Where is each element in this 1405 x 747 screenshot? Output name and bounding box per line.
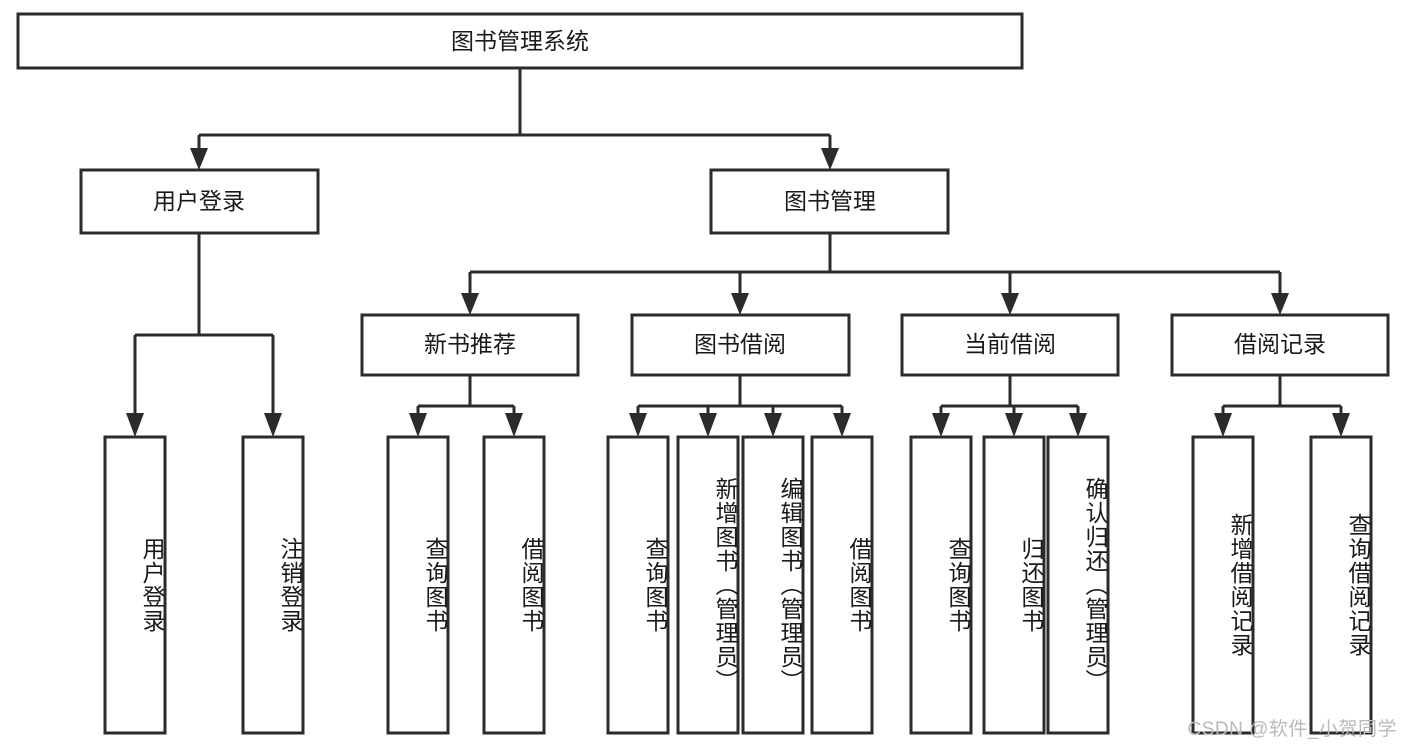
node-user-login-label: 用户登录 bbox=[153, 188, 245, 214]
arrow-head-icon bbox=[1214, 413, 1232, 437]
leaf-node-box[interactable] bbox=[241, 435, 305, 735]
node-borrow-record-box[interactable] bbox=[1170, 313, 1390, 377]
leaf-node-box[interactable] bbox=[1191, 435, 1255, 735]
arrow-head-icon bbox=[461, 293, 479, 315]
connector-bookborrow-to-leaves bbox=[629, 375, 851, 437]
arrow-head-icon bbox=[932, 413, 950, 437]
connector-root-to-level2 bbox=[190, 68, 839, 170]
arrow-head-icon bbox=[1332, 413, 1350, 437]
node-user-login-box[interactable] bbox=[79, 168, 320, 235]
node-book-borrow-label: 图书借阅 bbox=[694, 331, 786, 357]
node-book-borrow-box[interactable] bbox=[630, 313, 851, 377]
leaf-node-box[interactable] bbox=[982, 435, 1046, 735]
arrow-head-icon bbox=[821, 148, 839, 170]
node-root-label: 图书管理系统 bbox=[451, 28, 589, 54]
node-book-management-box[interactable] bbox=[709, 168, 950, 235]
node-root[interactable]: 图书管理系统 bbox=[16, 12, 1024, 70]
connector-bookmgmt-to-level3 bbox=[461, 233, 1289, 315]
node-current-borrow-label: 当前借阅 bbox=[964, 331, 1056, 357]
arrow-head-icon bbox=[1271, 293, 1289, 315]
node-book-management[interactable]: 图书管理 bbox=[709, 168, 950, 235]
node-book-borrow[interactable]: 图书借阅 bbox=[630, 313, 851, 377]
leaf-node-box[interactable] bbox=[909, 435, 973, 735]
arrow-head-icon bbox=[699, 413, 717, 437]
node-new-book-recommend[interactable]: 新书推荐 bbox=[360, 313, 580, 377]
leaf-node-box[interactable] bbox=[741, 435, 805, 735]
connector-currentborrow-to-leaves bbox=[932, 375, 1087, 437]
node-borrow-record-label: 借阅记录 bbox=[1234, 331, 1326, 357]
arrow-head-icon bbox=[264, 413, 282, 437]
connector-userlogin-to-leaves bbox=[126, 233, 282, 437]
leaf-node-box[interactable] bbox=[482, 435, 546, 735]
node-user-login[interactable]: 用户登录 bbox=[79, 168, 320, 235]
node-current-borrow[interactable]: 当前借阅 bbox=[900, 313, 1120, 377]
leaf-node-box[interactable] bbox=[1309, 435, 1373, 735]
arrow-head-icon bbox=[1069, 413, 1087, 437]
watermark-text: CSDN @软件_小贺同学 bbox=[1187, 719, 1397, 740]
arrow-head-icon bbox=[764, 413, 782, 437]
leaf-node-box[interactable] bbox=[606, 435, 670, 735]
leaf-node-box[interactable] bbox=[810, 435, 874, 735]
node-borrow-record[interactable]: 借阅记录 bbox=[1170, 313, 1390, 377]
leaf-node-group bbox=[103, 435, 1373, 735]
arrow-head-icon bbox=[126, 413, 144, 437]
connector-borrowrecord-to-leaves bbox=[1214, 375, 1350, 437]
leaf-node-box[interactable] bbox=[1046, 435, 1110, 735]
arrow-head-icon bbox=[731, 293, 749, 315]
arrow-head-icon bbox=[409, 413, 427, 437]
leaf-node-box[interactable] bbox=[103, 435, 167, 735]
connector-newbook-to-leaves bbox=[409, 375, 523, 437]
arrow-head-icon bbox=[1005, 413, 1023, 437]
leaf-node-box[interactable] bbox=[386, 435, 450, 735]
arrow-head-icon bbox=[629, 413, 647, 437]
node-root-box[interactable] bbox=[16, 12, 1024, 70]
arrow-head-icon bbox=[1001, 293, 1019, 315]
node-new-book-recommend-label: 新书推荐 bbox=[424, 331, 516, 357]
leaf-node-box[interactable] bbox=[676, 435, 740, 735]
node-book-management-label: 图书管理 bbox=[784, 188, 876, 214]
arrow-head-icon bbox=[190, 148, 208, 170]
arrow-head-icon bbox=[833, 413, 851, 437]
node-current-borrow-box[interactable] bbox=[900, 313, 1120, 377]
node-new-book-recommend-box[interactable] bbox=[360, 313, 580, 377]
arrow-head-icon bbox=[505, 413, 523, 437]
